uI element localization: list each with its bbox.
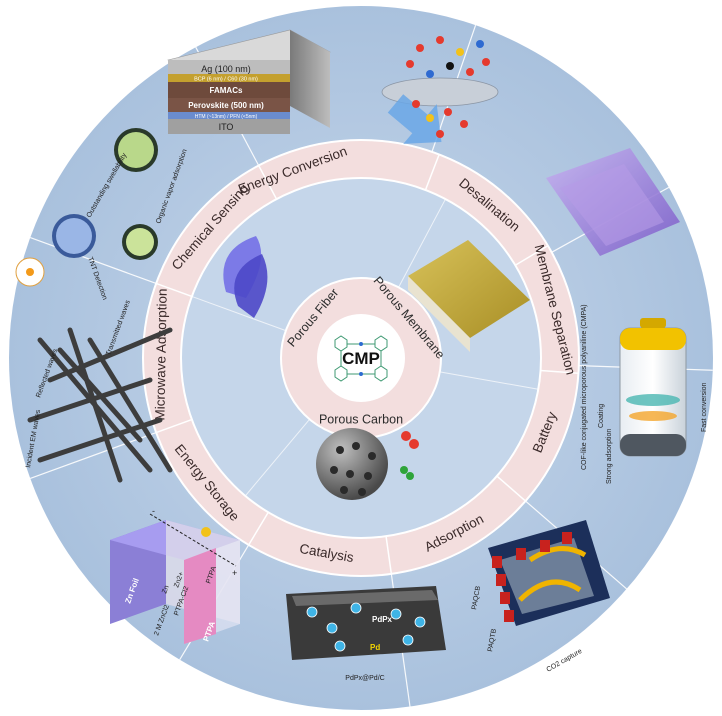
fast-conversion-label: Fast conversion (701, 382, 708, 432)
battery-illustration (619, 318, 687, 457)
porous-carbon-illustration (316, 428, 419, 500)
battery-annotations: COF-like conjugated microporous polyanil… (581, 304, 708, 484)
adsorption-illustration (488, 520, 610, 626)
paqcb-label: PAQCB (471, 585, 482, 610)
segment-label: Microwave Adsorption (152, 288, 169, 420)
layer-label-bcp: BCP (6 nm) / C60 (30 nm) (194, 77, 258, 83)
middle-band-dividers (155, 154, 579, 574)
plus-terminal: + (232, 568, 237, 578)
porous-fiber-illustration (223, 236, 268, 318)
zn-label: Zn (161, 585, 170, 595)
minus-terminal: - (152, 506, 155, 516)
strong-adsorption-label: Strong adsorption (606, 429, 613, 484)
center-label: CMP (342, 349, 380, 368)
membrane-separation-illustration (546, 148, 680, 256)
solar-cell-illustration: Ag (100 nm) BCP (6 nm) / C60 (30 nm) FAM… (167, 29, 331, 134)
layer-label-ito: ITO (219, 122, 234, 132)
microwave-illustration (27, 327, 173, 483)
layer-label-famacs: FAMACs (210, 86, 243, 95)
catalyst-caption: PdPx@Pd/C (345, 675, 384, 682)
porous-membrane-illustration (408, 240, 530, 352)
catalysis-illustration: PdPx Pd PdPx@Pd/C (286, 586, 446, 682)
layer-label-perovskite: Perovskite (500 nm) (188, 101, 264, 110)
cmp-molecule-icon (334, 335, 388, 382)
inner-ring-label: Porous Carbon (319, 412, 403, 426)
layer-label-ag: Ag (100 nm) (201, 64, 251, 74)
pdpx-label: PdPx (372, 615, 393, 624)
pd-label: Pd (370, 643, 380, 652)
coating-label: Coating (598, 404, 605, 428)
cmpa-label: COF-like conjugated microporous polyanil… (581, 304, 588, 470)
layer-label-htm: HTM (~13nm) / PFN (<5nm) (195, 114, 258, 120)
energy-storage-illustration: Zn Foil Zn2+ Zn PTPA PTPA-Cl2 2 M ZnCl2 … (110, 506, 240, 644)
desalination-illustration (381, 36, 499, 144)
paqtb-label: PAQTB (487, 628, 498, 652)
